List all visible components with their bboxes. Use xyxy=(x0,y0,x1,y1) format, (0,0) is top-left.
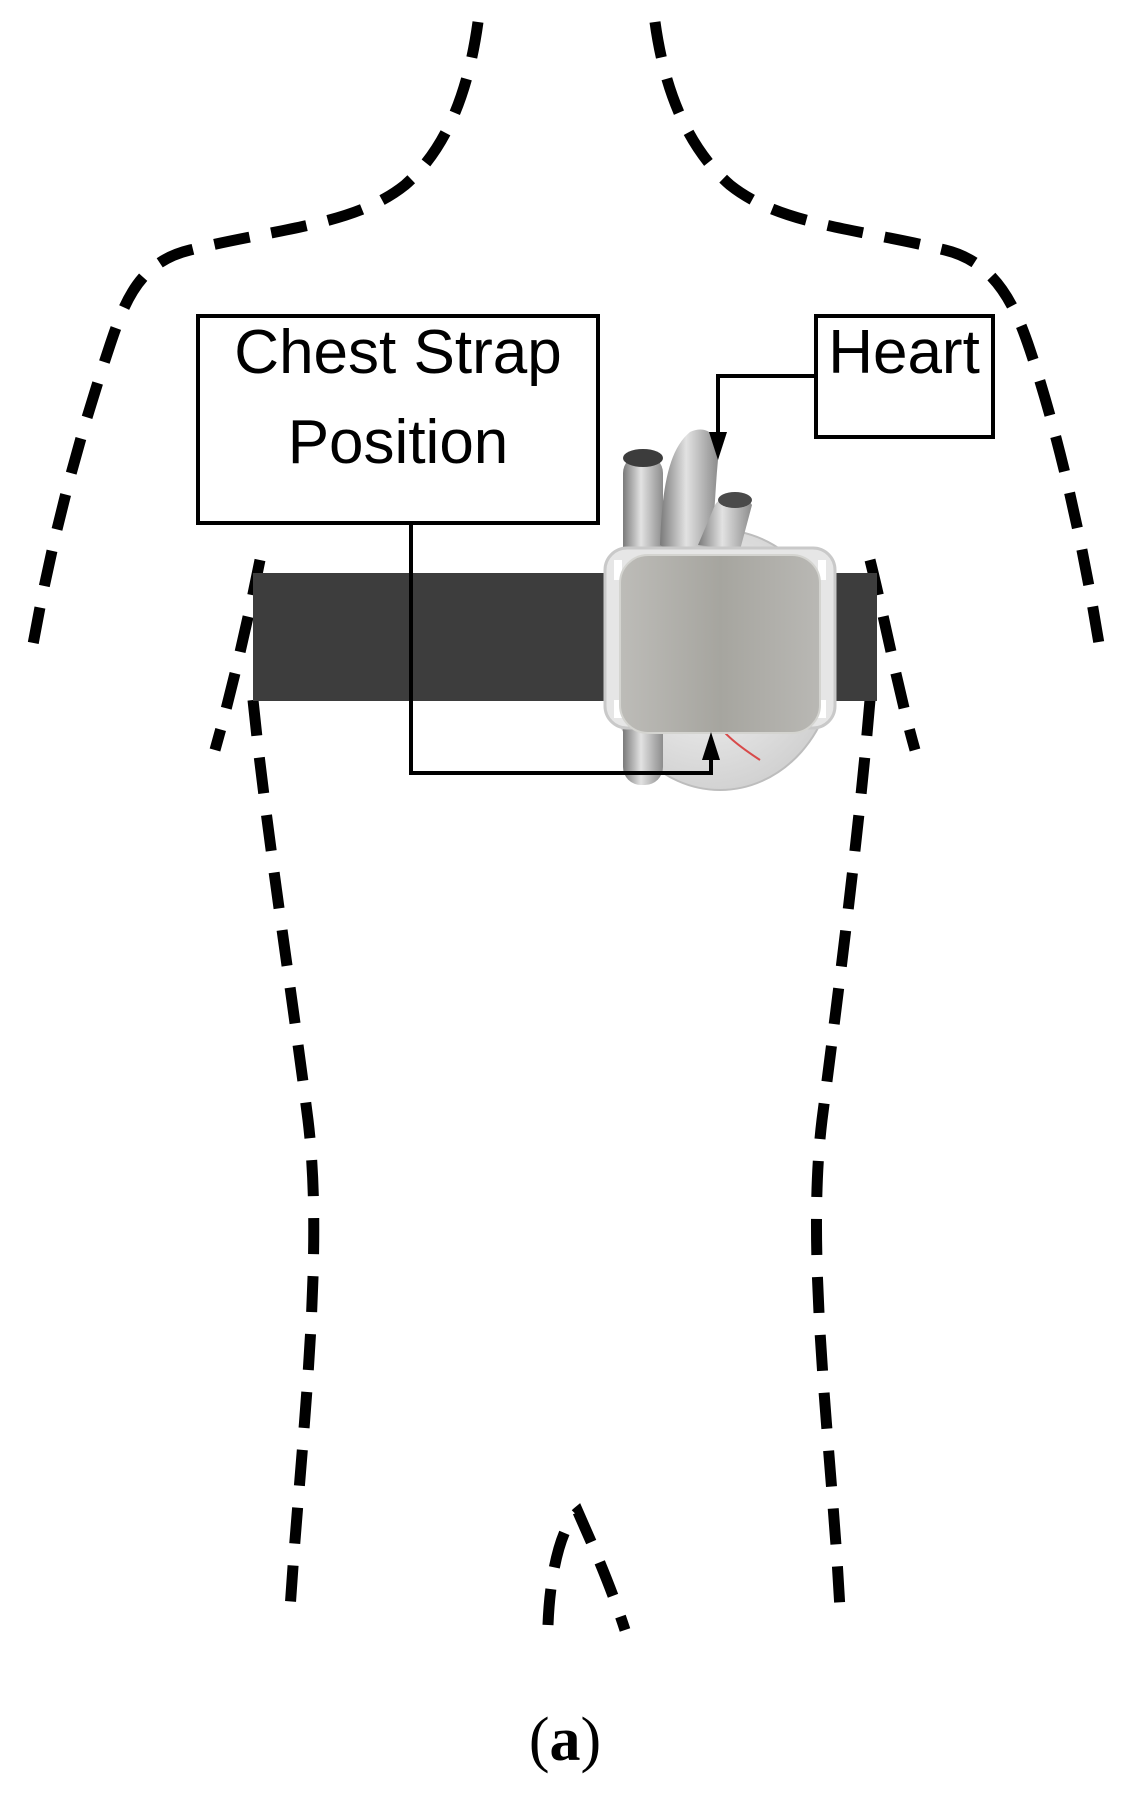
sensor-clip-slot-right-top xyxy=(818,560,826,580)
left-shoulder-outline xyxy=(26,21,484,651)
pulmonary-top xyxy=(718,492,752,508)
sensor-module xyxy=(619,554,821,734)
left-torso-outline xyxy=(247,699,320,1611)
caption-close-paren: ) xyxy=(581,1706,602,1774)
chest-strap-label-line2: Position xyxy=(288,408,509,477)
sensor-clip-slot-right-bottom xyxy=(818,700,826,718)
chest-strap xyxy=(253,546,877,734)
pulmonary-vessel xyxy=(698,496,752,550)
heart-leader-line xyxy=(716,374,816,435)
body-outline xyxy=(26,21,1106,1632)
right-shoulder-outline xyxy=(649,21,1106,651)
heart-arrowhead xyxy=(709,432,727,460)
chest-strap-label-line1: Chest Strap xyxy=(234,318,561,387)
vena-cava-top xyxy=(623,449,663,467)
caption-letter: a xyxy=(550,1706,581,1774)
strap-band-left xyxy=(253,573,623,701)
sensor-clip-slot-left-bottom xyxy=(614,700,622,718)
navel-outline xyxy=(542,1503,631,1632)
chest-strap-leader-line xyxy=(409,523,713,775)
right-torso-outline xyxy=(811,699,876,1611)
chest-strap-arrowhead xyxy=(702,732,720,760)
heart-label-box xyxy=(814,314,995,439)
chest-strap-label-box xyxy=(196,314,600,525)
heart-callout: Heart xyxy=(709,314,995,460)
heart-label: Heart xyxy=(828,318,980,387)
figure-caption: (a) xyxy=(529,1706,601,1774)
caption-open-paren: ( xyxy=(529,1706,550,1774)
chest-strap-callout: Chest Strap Position xyxy=(196,314,720,775)
sensor-clip-slot-left-top xyxy=(614,560,622,580)
